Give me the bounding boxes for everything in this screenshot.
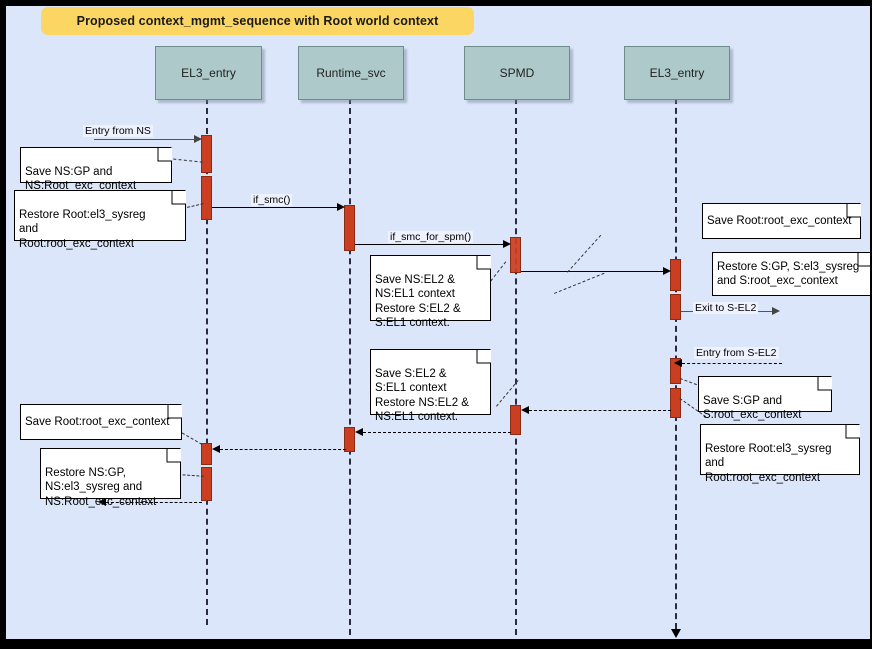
note-text: Restore Root:el3_sysreg and Root:root_ex… bbox=[19, 208, 146, 250]
message-line-el3-2-to-spmd bbox=[529, 410, 671, 411]
message-arrow-spmd-to-el3-2 bbox=[663, 266, 671, 275]
message-label-if-smc-for-spm: if_smc_for_spm() bbox=[388, 231, 474, 243]
message-label-entry-from-ns: Entry from NS bbox=[83, 125, 153, 137]
note-text: Save Root:root_exc_context bbox=[25, 415, 170, 428]
sequence-diagram-canvas: Proposed context_mgmt_sequence with Root… bbox=[6, 6, 870, 639]
lifeline-end-arrow-el3-entry-2 bbox=[671, 629, 681, 638]
message-arrow-exit-to-s-el2 bbox=[772, 306, 780, 315]
message-arrow-if-smc-for-spm bbox=[503, 239, 511, 248]
note-save-s-el2-restore-ns-el2: Save S:EL2 & S:EL1 context Restore NS:EL… bbox=[370, 349, 491, 423]
message-line-if-smc bbox=[212, 207, 342, 208]
note-fold-corner bbox=[167, 448, 181, 462]
activation-el3-2-b bbox=[670, 294, 681, 320]
note-text: Save NS:EL2 & NS:EL1 context Restore S:E… bbox=[375, 273, 461, 330]
participant-label: SPMD bbox=[499, 66, 535, 80]
message-arrow-spmd-to-runtime-svc bbox=[355, 427, 363, 436]
note-save-ns-el2-restore-s-el2: Save NS:EL2 & NS:EL1 context Restore S:E… bbox=[370, 255, 491, 329]
note-fold-corner bbox=[158, 147, 172, 161]
participant-spmd[interactable]: SPMD bbox=[464, 46, 570, 100]
note-text: Restore NS:GP, NS:el3_sysreg and NS:Root… bbox=[45, 466, 157, 508]
message-line-el3-1-exit bbox=[106, 502, 202, 503]
note-link-1 bbox=[167, 158, 203, 163]
activation-el3-1-d bbox=[201, 467, 212, 501]
participant-runtime-svc[interactable]: Runtime_svc bbox=[298, 46, 404, 100]
activation-runtime-svc-a bbox=[344, 205, 355, 251]
participant-label: EL3_entry bbox=[181, 66, 236, 80]
participant-el3-entry-2[interactable]: EL3_entry bbox=[624, 46, 730, 100]
note-text: Save NS:GP and NS:Root_exc_context bbox=[25, 165, 137, 193]
note-save-root-exc-context-right: Save Root:root_exc_context bbox=[702, 203, 861, 239]
note-text: Save S:EL2 & S:EL1 context Restore NS:EL… bbox=[375, 367, 469, 424]
note-fold-corner bbox=[818, 376, 832, 390]
activation-spmd-a bbox=[510, 237, 521, 273]
note-restore-root-el3-sysreg-bottom: Restore Root:el3_sysreg and Root:root_ex… bbox=[700, 424, 860, 484]
note-save-ns-gp: Save NS:GP and NS:Root_exc_context bbox=[20, 147, 172, 192]
note-text: Restore Root:el3_sysreg and Root:root_ex… bbox=[705, 442, 832, 484]
note-fold-corner bbox=[477, 255, 491, 269]
participant-el3-entry-1[interactable]: EL3_entry bbox=[155, 46, 262, 100]
message-arrow-runtime-svc-to-el3-1 bbox=[212, 444, 220, 453]
message-label-exit-to-s-el2: Exit to S-EL2 bbox=[693, 302, 759, 314]
message-line-spmd-to-el3-2 bbox=[521, 271, 668, 272]
activation-runtime-svc-b bbox=[344, 427, 355, 452]
diagram-title-banner: Proposed context_mgmt_sequence with Root… bbox=[41, 7, 474, 35]
note-link-4 bbox=[567, 234, 602, 273]
participant-label: EL3_entry bbox=[649, 66, 705, 80]
note-save-root-exc-context-left: Save Root:root_exc_context bbox=[20, 404, 182, 440]
message-line-spmd-to-runtime-svc bbox=[363, 432, 511, 433]
activation-el3-1-a bbox=[201, 135, 212, 173]
note-text: Save Root:root_exc_context bbox=[707, 214, 852, 227]
note-text: Save S:GP and S:root_exc_context bbox=[703, 394, 802, 422]
message-line-entry-from-ns bbox=[94, 139, 199, 140]
message-line-entry-from-s-el2 bbox=[682, 363, 782, 364]
message-line-runtime-svc-to-el3-1 bbox=[220, 449, 346, 450]
note-text: Restore S:GP, S:el3_sysreg and S:root_ex… bbox=[717, 260, 860, 288]
activation-el3-1-b bbox=[201, 176, 212, 220]
note-fold-corner bbox=[477, 349, 491, 363]
note-fold-corner bbox=[846, 424, 860, 438]
message-line-if-smc-for-spm bbox=[355, 244, 508, 245]
note-link-5 bbox=[554, 272, 605, 294]
message-arrow-el3-1-exit bbox=[98, 497, 106, 506]
note-restore-root-el3-sysreg-top: Restore Root:el3_sysreg and Root:root_ex… bbox=[14, 190, 186, 250]
note-save-s-gp: Save S:GP and S:root_exc_context bbox=[698, 376, 832, 421]
note-restore-ns-gp: Restore NS:GP, NS:el3_sysreg and NS:Root… bbox=[40, 448, 181, 508]
message-label-if-smc: if_smc() bbox=[251, 194, 293, 206]
message-arrow-if-smc bbox=[337, 202, 345, 211]
message-arrow-entry-from-ns bbox=[194, 134, 202, 143]
note-fold-corner bbox=[847, 203, 861, 217]
activation-el3-1-c bbox=[201, 443, 212, 465]
message-label-entry-from-s-el2: Entry from S-EL2 bbox=[694, 347, 779, 359]
note-restore-s-gp-s-el3-sysreg: Restore S:GP, S:el3_sysreg and S:root_ex… bbox=[712, 252, 870, 296]
lifeline-el3-entry-1 bbox=[206, 98, 208, 625]
activation-spmd-b bbox=[510, 405, 521, 435]
note-fold-corner bbox=[172, 190, 186, 204]
note-fold-corner bbox=[168, 404, 182, 418]
lifeline-spmd bbox=[515, 98, 517, 635]
activation-el3-2-a bbox=[670, 259, 681, 291]
lifeline-runtime-svc bbox=[349, 98, 351, 635]
activation-el3-2-d bbox=[670, 388, 681, 418]
participant-label: Runtime_svc bbox=[316, 66, 386, 80]
message-arrow-entry-from-s-el2 bbox=[674, 358, 682, 367]
note-fold-corner bbox=[858, 252, 870, 266]
message-arrow-el3-2-to-spmd bbox=[521, 405, 529, 414]
